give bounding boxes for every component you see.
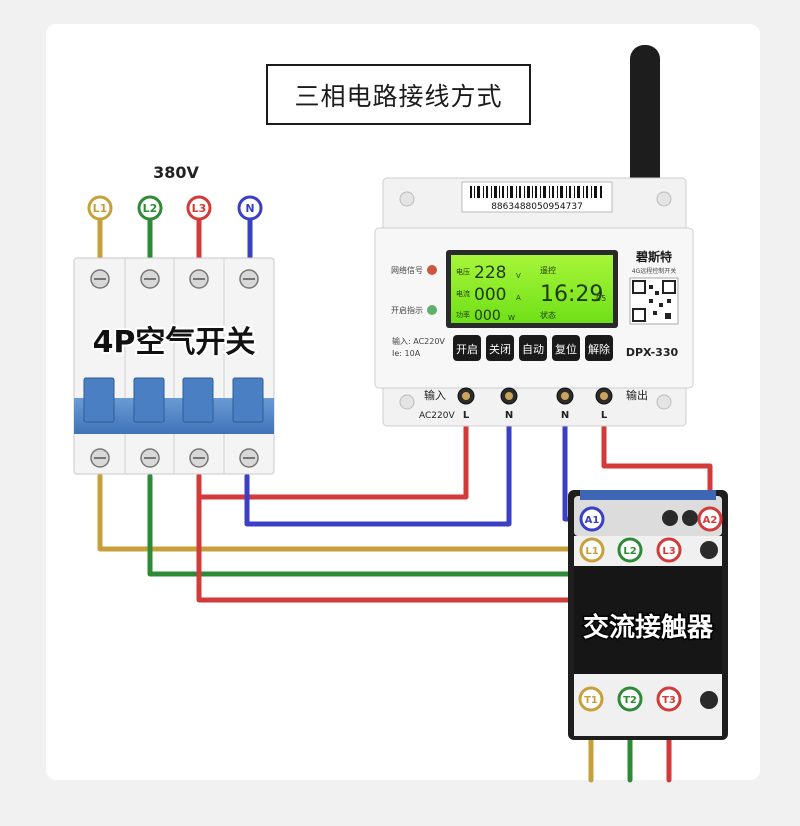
network-indicator-icon <box>427 265 437 275</box>
svg-text:L: L <box>463 410 470 421</box>
terminal-a2: A2 <box>703 515 718 526</box>
wire-controller-in-n <box>244 417 512 527</box>
svg-text:N: N <box>561 410 569 421</box>
wire-coil-a2 <box>601 417 713 511</box>
power-indicator-label: 开启指示 <box>391 305 423 315</box>
close-button[interactable] <box>486 335 514 361</box>
network-signal-label: 网络信号 <box>391 265 423 275</box>
spec-input: 输入: AC220V <box>392 336 445 346</box>
control-buttons: 开启 关闭 自动 复位 解除 <box>453 335 613 361</box>
spec-current: Ie: 10A <box>392 349 421 358</box>
terminal-l2: L2 <box>143 202 158 215</box>
lcd-voltage: 228 <box>474 263 506 283</box>
contactor-terminal-l1: L1 <box>585 546 598 557</box>
svg-text:电压: 电压 <box>456 267 470 276</box>
contactor-terminal-l2: L2 <box>623 546 636 557</box>
svg-text:L: L <box>601 410 608 421</box>
barcode-text: 8863488050954737 <box>491 202 583 212</box>
breaker-terminals: L1 L2 L3 N <box>87 195 263 221</box>
breaker-label: 4P空气开关 <box>93 325 256 360</box>
wire-controller-in-l <box>196 417 469 500</box>
svg-text:05: 05 <box>596 294 606 303</box>
svg-text:W: W <box>508 314 515 322</box>
svg-text:A: A <box>516 294 521 302</box>
svg-text:状态: 状态 <box>540 310 556 320</box>
brand-name: 碧斯特 <box>635 249 672 264</box>
terminal-n: N <box>245 202 254 215</box>
contactor-label: 交流接触器 <box>583 612 714 643</box>
brand-subtitle: 4G远程控制开关 <box>632 267 676 275</box>
lcd-power: 000 <box>474 308 501 324</box>
contactor-terminal-t1: T1 <box>584 695 598 706</box>
model-number: DPX-330 <box>626 346 679 359</box>
contactor-terminal-t3: T3 <box>662 695 676 706</box>
controller: 8863488050954737 网络信号 开启指示 输入: AC220V Ie… <box>374 177 694 427</box>
input-label: 输入 <box>424 388 446 402</box>
open-button[interactable] <box>453 335 481 361</box>
input-voltage: AC220V <box>419 411 455 421</box>
svg-text:复位: 复位 <box>555 342 577 356</box>
svg-text:自动: 自动 <box>522 343 544 356</box>
contactor-terminals: A1 A2 L1 L2 L3 T1 T2 T3 <box>578 506 723 712</box>
terminal-l1: L1 <box>93 202 108 215</box>
lcd-screen: 电压 228 V 遥控 电流 000 A 16:29 05 功率 000 W 状… <box>446 250 618 328</box>
svg-text:遥控: 遥控 <box>540 265 556 275</box>
release-button[interactable] <box>585 335 613 361</box>
svg-text:电流: 电流 <box>456 289 470 298</box>
qr-code-icon <box>629 277 679 325</box>
svg-text:开启: 开启 <box>456 343 478 356</box>
breaker: 4P空气开关 <box>73 257 275 475</box>
terminal-a1: A1 <box>585 515 600 526</box>
contactor-terminal-l3: L3 <box>662 546 675 557</box>
contactor: 交流接触器 <box>568 490 728 740</box>
output-label: 输出 <box>626 388 648 402</box>
svg-text:功率: 功率 <box>456 310 470 319</box>
reset-button[interactable] <box>552 335 580 361</box>
svg-text:关闭: 关闭 <box>489 342 511 356</box>
svg-text:解除: 解除 <box>588 342 610 356</box>
terminal-l3: L3 <box>192 202 207 215</box>
wire-l1 <box>97 473 585 552</box>
auto-button[interactable] <box>519 335 547 361</box>
voltage-label: 380V <box>153 163 199 182</box>
contactor-terminal-t2: T2 <box>623 695 637 706</box>
svg-text:N: N <box>505 410 513 421</box>
page-title: 三相电路接线方式 <box>266 64 531 125</box>
lcd-time: 16:29 <box>540 282 603 307</box>
power-indicator-icon <box>427 305 437 315</box>
lcd-current: 000 <box>474 285 506 305</box>
svg-text:V: V <box>516 272 521 280</box>
